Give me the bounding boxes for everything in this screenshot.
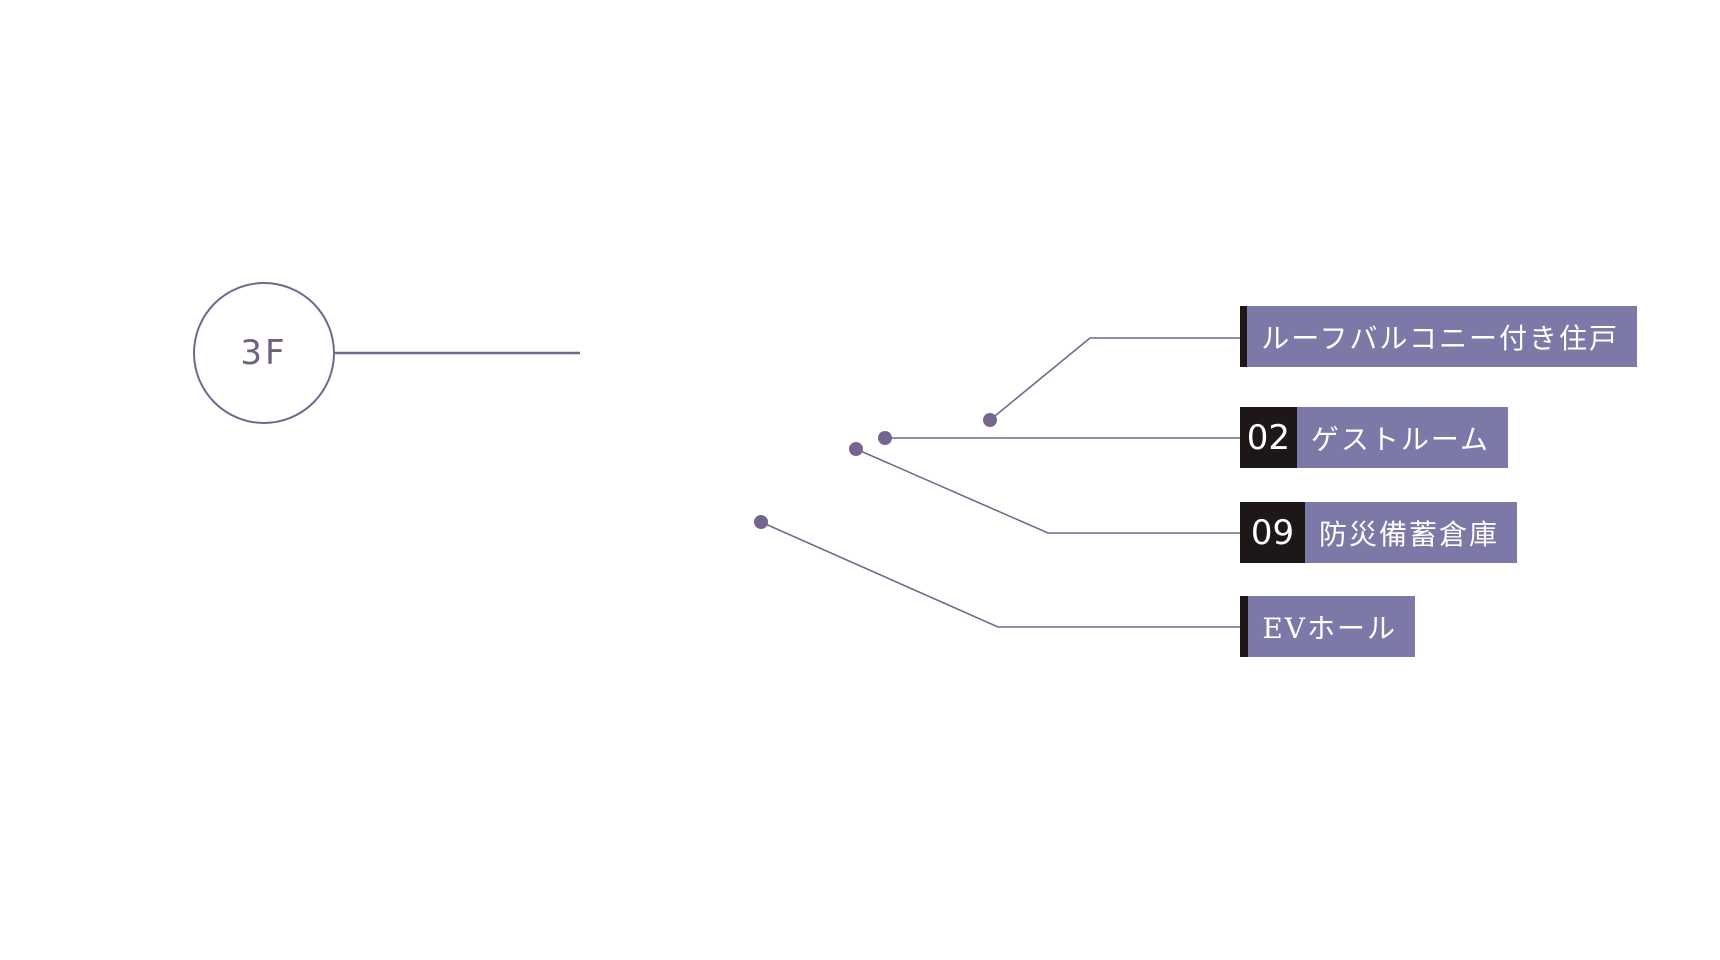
label-accent-bar <box>1240 596 1249 657</box>
leader-line-ev <box>760 521 1240 628</box>
label-roof-balcony-unit: ルーフバルコニー付き住戸 <box>1240 306 1637 367</box>
label-text: ゲストルーム <box>1310 422 1490 456</box>
marker-dot-storage <box>849 442 863 456</box>
label-text: EVホール <box>1262 611 1397 645</box>
marker-dot-roof <box>983 413 997 427</box>
leader-line-roof <box>989 337 1240 421</box>
label-text: 防災備蓄倉庫 <box>1318 517 1499 551</box>
floor-label: 3F <box>240 333 288 373</box>
label-disaster-storage: 09 防災備蓄倉庫 <box>1240 502 1517 563</box>
leader-line-storage <box>855 448 1240 534</box>
label-text: ルーフバルコニー付き住戸 <box>1261 321 1619 355</box>
label-accent-bar <box>1240 306 1248 367</box>
label-ev-hall: EVホール <box>1240 596 1415 657</box>
marker-dot-guest <box>878 431 892 445</box>
floor-badge: 3F <box>193 282 335 424</box>
label-guest-room: 02 ゲストルーム <box>1240 407 1508 468</box>
label-number: 02 <box>1240 407 1297 468</box>
label-number: 09 <box>1240 502 1305 563</box>
marker-dot-ev <box>754 515 768 529</box>
